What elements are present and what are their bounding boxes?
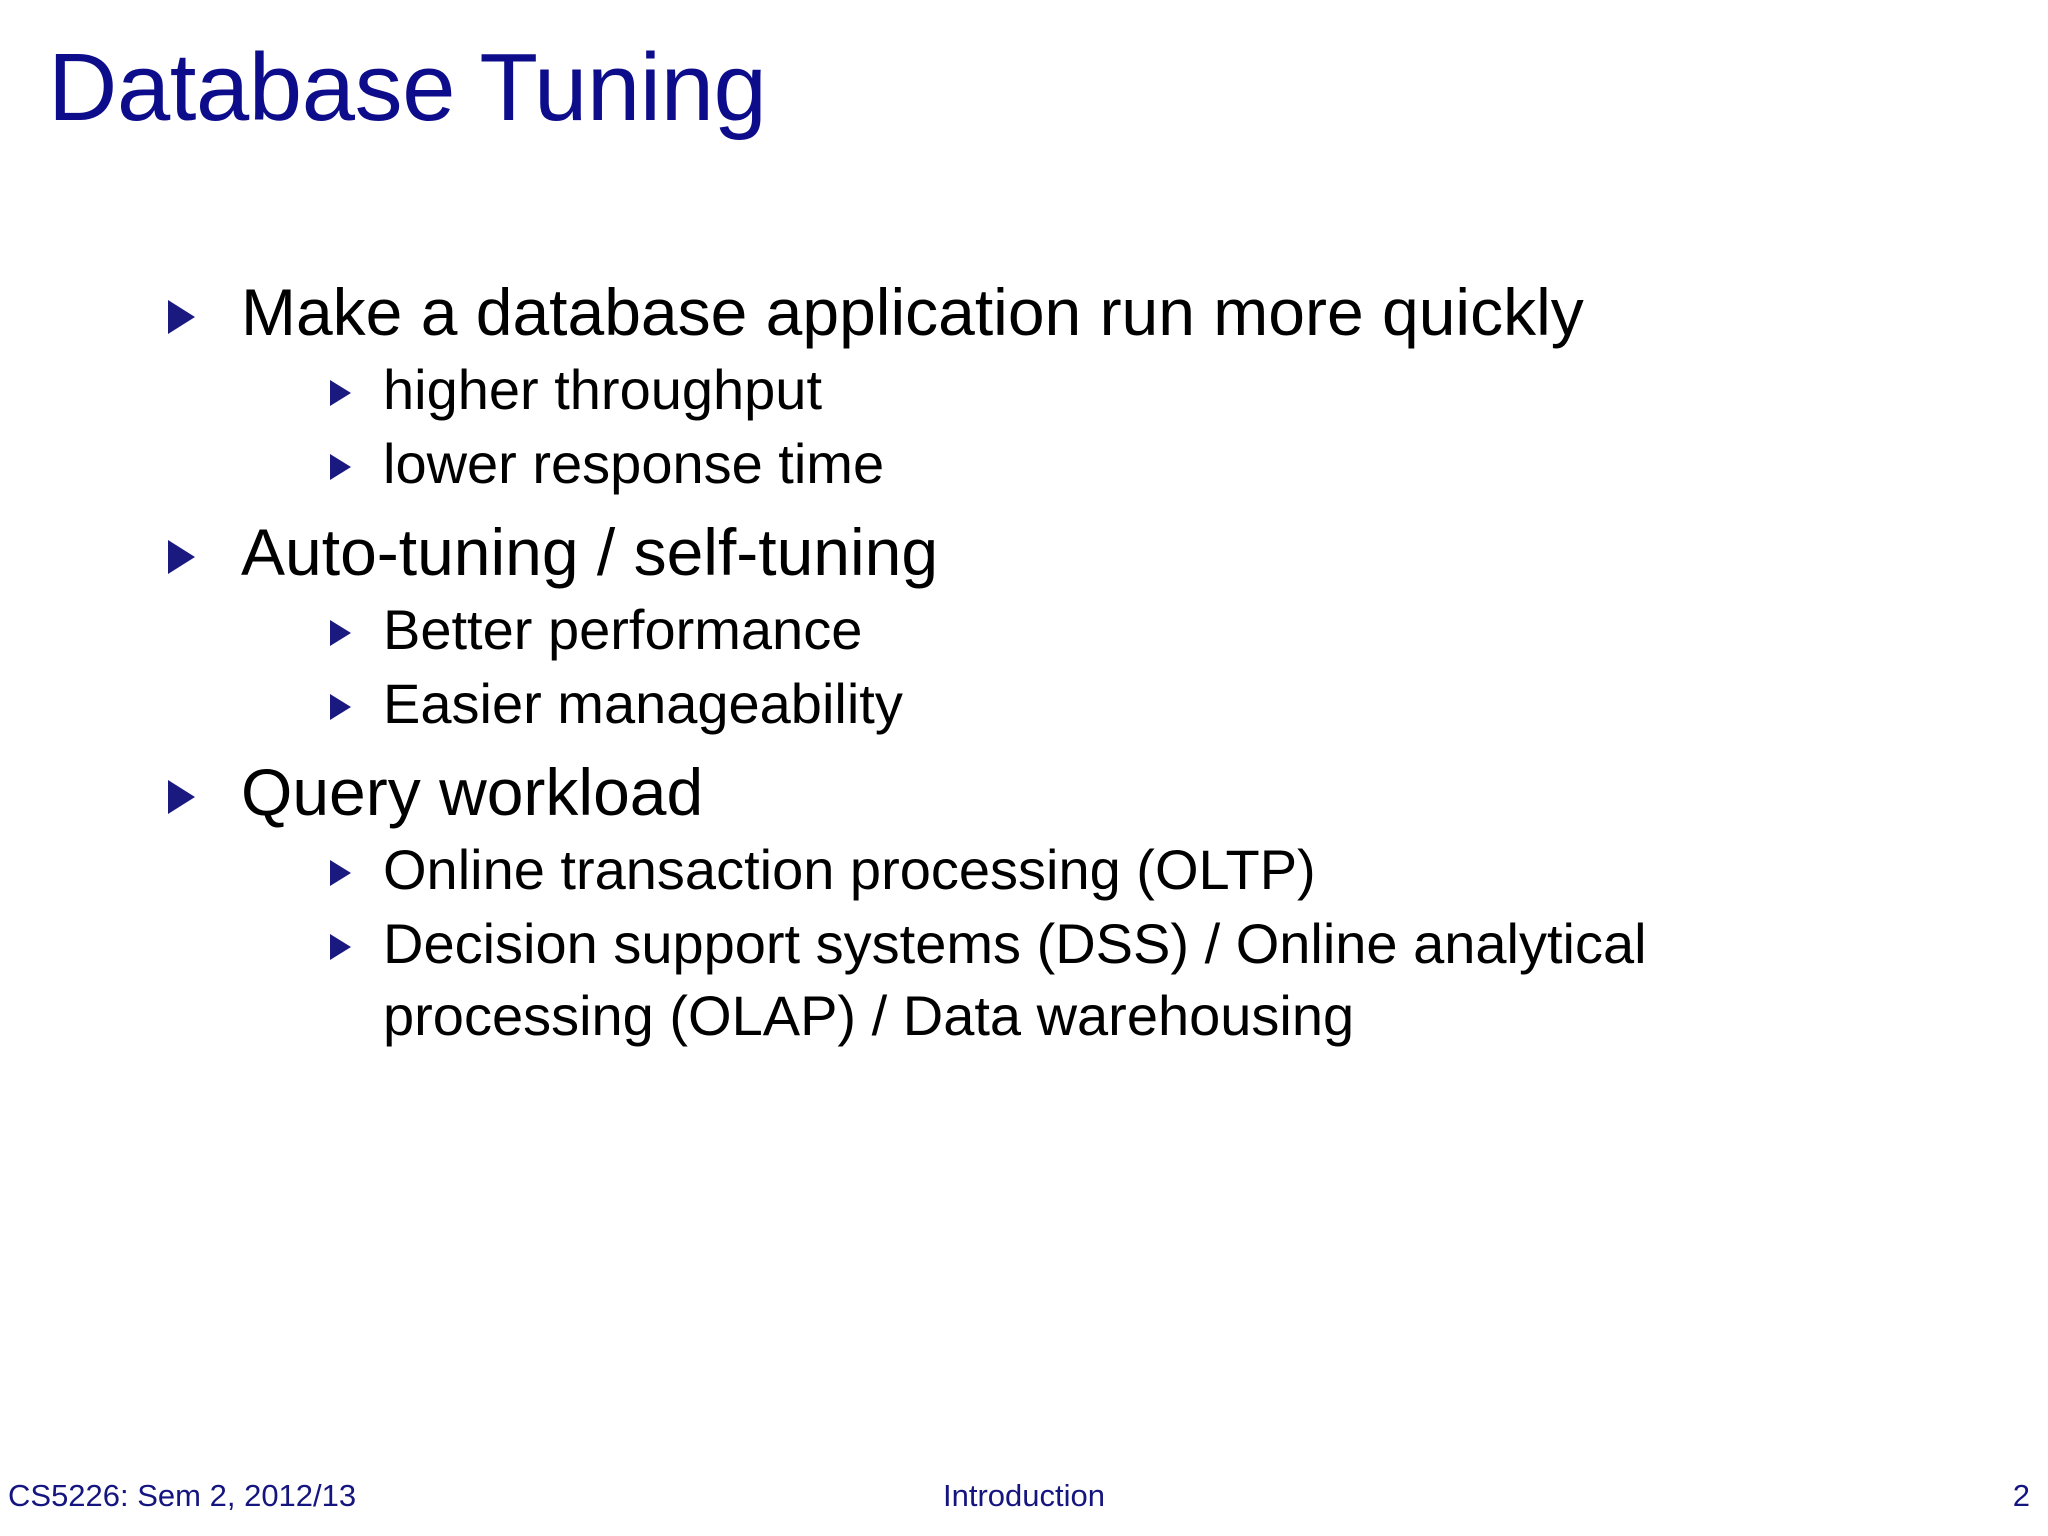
bullet-text: Online transaction processing (OLTP): [383, 838, 1316, 901]
bullet-item-4: Better performance: [0, 594, 2048, 666]
bullet-item-8: Decision support systems (DSS) / Online …: [0, 908, 2048, 1052]
slide-footer: CS5226: Sem 2, 2012/13 Introduction 2: [0, 1478, 2048, 1518]
triangle-right-bullet-icon: [330, 860, 351, 886]
bullet-item-6: Query workload: [0, 752, 2048, 832]
triangle-right-bullet-icon: [330, 694, 351, 720]
spacer: [0, 742, 2048, 752]
footer-course-label: CS5226: Sem 2, 2012/13: [8, 1478, 357, 1513]
footer-topic-label: Introduction: [943, 1478, 1105, 1513]
triangle-right-bullet-icon: [330, 620, 351, 646]
bullet-text: Query workload: [241, 755, 704, 829]
footer-page-number: 2: [2012, 1478, 2030, 1513]
triangle-right-bullet-icon: [168, 540, 195, 574]
bullet-text: Make a database application run more qui…: [241, 275, 1584, 349]
bullet-item-3: Auto-tuning / self-tuning: [0, 512, 2048, 592]
bullet-item-5: Easier manageability: [0, 668, 2048, 740]
bullet-item-2: lower response time: [0, 428, 2048, 500]
triangle-right-bullet-icon: [330, 934, 351, 960]
spacer: [0, 502, 2048, 512]
bullet-text: lower response time: [383, 432, 885, 495]
slide-body: Make a database application run more qui…: [0, 272, 2048, 1054]
triangle-right-bullet-icon: [330, 380, 351, 406]
triangle-right-bullet-icon: [168, 300, 195, 334]
bullet-text: Better performance: [383, 598, 863, 661]
bullet-item-0: Make a database application run more qui…: [0, 272, 2048, 352]
bullet-text: Decision support systems (DSS) / Online …: [383, 912, 1647, 1047]
triangle-right-bullet-icon: [168, 780, 195, 814]
bullet-text: higher throughput: [383, 358, 823, 421]
bullet-item-1: higher throughput: [0, 354, 2048, 426]
page-title: Database Tuning: [48, 34, 767, 141]
triangle-right-bullet-icon: [330, 454, 351, 480]
bullet-text: Easier manageability: [383, 672, 903, 735]
bullet-item-7: Online transaction processing (OLTP): [0, 834, 2048, 906]
bullet-text: Auto-tuning / self-tuning: [241, 515, 939, 589]
